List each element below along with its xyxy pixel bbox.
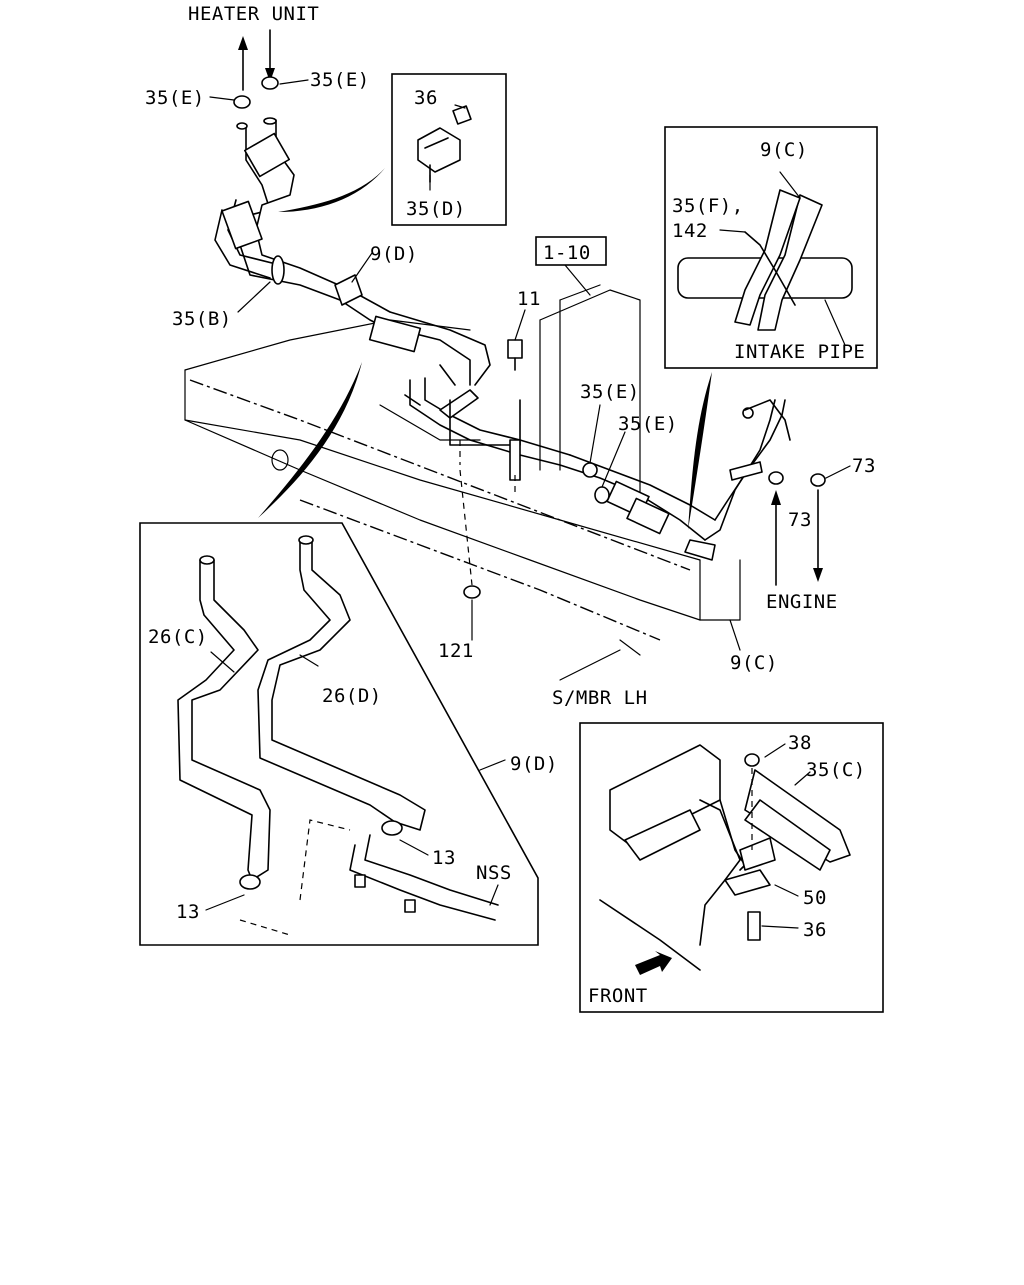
part-label-35e-mid1: 35(E) [580,381,640,403]
inset-hose-detail [139,522,539,946]
part-label-36-top: 36 [414,87,438,109]
nss-label: NSS [476,862,512,884]
intake-pipe-label: INTAKE PIPE [734,341,865,363]
part-label-73-low: 73 [788,509,812,531]
part-label-9d-top: 9(D) [370,243,418,265]
part-label-50: 50 [803,887,827,909]
part-label-13-right: 13 [432,847,456,869]
part-label-121: 121 [438,640,474,662]
ref-1-10-label: 1-10 [543,242,591,264]
part-label-35e-mid2: 35(E) [618,413,678,435]
side-member-frame [184,284,741,641]
front-label: FRONT [588,985,648,1007]
text-labels: HEATER UNIT 35(E) 35(E) 36 35(D) 9(D) 35… [145,3,876,1007]
clamp-icon [261,76,279,90]
inset-bracket-detail [579,722,884,1013]
clamp-icon [233,95,251,109]
part-label-35e-right: 35(E) [310,69,370,91]
engine-label: ENGINE [766,591,838,613]
part-label-35d: 35(D) [406,198,466,220]
part-label-9c-bottom: 9(C) [730,652,778,674]
heater-unit-label: HEATER UNIT [188,3,319,25]
flow-arrows [238,29,823,586]
reference-box [535,236,607,266]
inset-clamp-35d [391,73,507,226]
part-label-9c-inset: 9(C) [760,139,808,161]
part-label-11: 11 [517,288,541,310]
part-label-13-left: 13 [176,901,200,923]
part-label-26d: 26(D) [322,685,382,707]
part-label-38: 38 [788,732,812,754]
s-mbr-lh-label: S/MBR LH [552,687,648,709]
part-label-35e-left: 35(E) [145,87,205,109]
part-label-36-bottom: 36 [803,919,827,941]
part-label-35b: 35(B) [172,308,232,330]
main-heater-hoses [214,117,826,599]
leader-lines [209,79,851,681]
part-label-73-right: 73 [852,455,876,477]
part-label-142: 142 [672,220,708,242]
part-label-26c: 26(C) [148,626,208,648]
part-label-9d-inset: 9(D) [510,753,558,775]
inset-intake-pipe [664,126,878,369]
part-label-35f: 35(F), [672,195,744,217]
part-label-35c: 35(C) [806,759,866,781]
